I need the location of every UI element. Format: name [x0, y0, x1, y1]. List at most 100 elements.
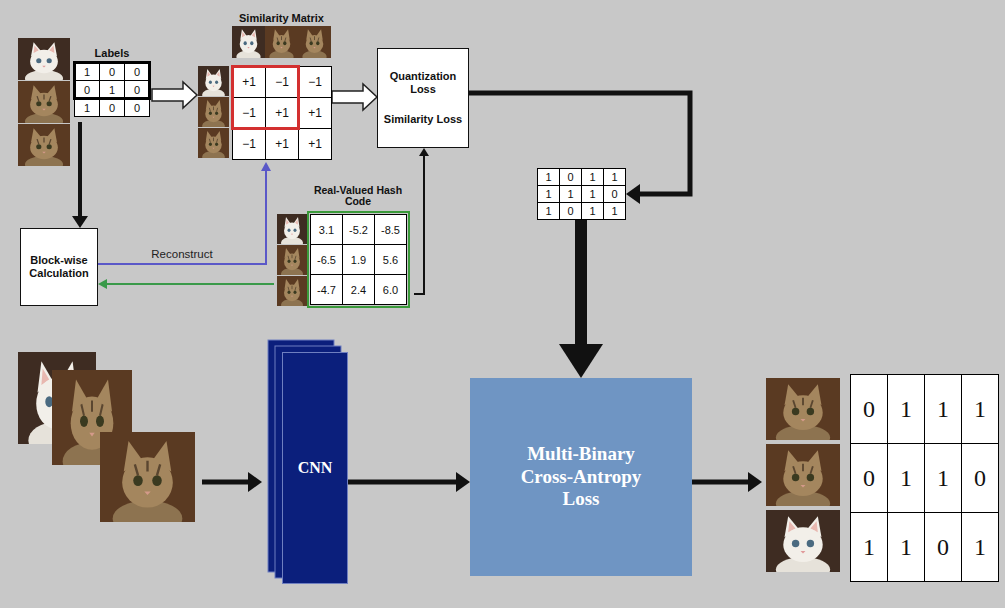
table-cell: −1	[298, 66, 332, 98]
table-cell-value: 0	[974, 465, 986, 492]
hollow-arrow	[152, 82, 197, 108]
similarity-matrix: Similarity Matrix+1−1−1−1+1+1−1+1+1	[197, 6, 332, 162]
cat-photo	[277, 276, 307, 311]
table-cell: -8.5	[374, 214, 407, 245]
table-cell: 0	[124, 62, 150, 81]
table-cell: 1	[537, 168, 560, 186]
table-cell: −1	[232, 97, 266, 129]
table-cell-value: −1	[242, 106, 256, 120]
table-cell: 1	[581, 202, 604, 220]
arrow-head	[456, 472, 470, 492]
table-cell-value: 0	[109, 102, 115, 114]
table-cell: 1	[603, 202, 626, 220]
loss-box: Quantization LossSimilarity Loss	[377, 48, 469, 148]
table-cell: 1	[887, 443, 925, 513]
table-cell-value: +1	[308, 106, 322, 120]
arrow-head	[559, 344, 603, 378]
table-cell-value: 1	[900, 465, 912, 492]
table-cell: -5.2	[342, 214, 375, 245]
table-cell: 0	[961, 443, 999, 513]
table-cell: 0	[559, 202, 582, 220]
table-cell-value: 1	[937, 396, 949, 423]
cat-photo	[198, 66, 229, 101]
cat-photo	[766, 378, 840, 450]
table-cell-value: 1	[937, 465, 949, 492]
box-label: Quantization Loss	[382, 70, 464, 96]
table-cell: 2.4	[342, 274, 375, 305]
table-cell-value: 1	[545, 171, 551, 183]
cat-photo	[298, 26, 331, 63]
table-cell-value: −1	[275, 75, 289, 89]
node-title: Labels	[72, 42, 152, 59]
table-cell-value: 2.4	[351, 284, 366, 296]
connector-line	[104, 283, 274, 285]
table-cell: 1.9	[342, 244, 375, 275]
table-cell-value: 5.6	[383, 254, 398, 266]
connector	[559, 220, 603, 378]
cat-photo	[18, 124, 70, 173]
table-cell-value: +1	[275, 106, 289, 120]
table-cell: 1	[961, 374, 999, 444]
table-cell: 1	[924, 443, 962, 513]
table-cell: 0	[74, 80, 100, 99]
node-title: Similarity Matrix	[232, 6, 331, 24]
node-title: Real-Valued Hash Code	[308, 178, 408, 208]
cat-photo	[198, 128, 229, 163]
table-cell-value: 0	[863, 465, 875, 492]
table-cell: 1	[603, 168, 626, 186]
table-cell-value: 0	[937, 534, 949, 561]
connector	[72, 122, 88, 228]
table-cell: +1	[265, 97, 299, 129]
table-cell-value: 0	[611, 188, 617, 200]
hash-code-matrix: Real-Valued Hash Code 3.1 -5.2 -8.5 -6.51.9 5…	[274, 178, 414, 308]
table-cell: 0	[924, 512, 962, 582]
table-cell: 1	[887, 512, 925, 582]
connector-line	[348, 480, 460, 485]
table-cell-value: 1	[589, 188, 595, 200]
table-cell: 1	[99, 80, 125, 99]
cat-photo	[198, 97, 229, 132]
table-cell: 1	[581, 168, 604, 186]
table-cell-value: 1	[109, 84, 115, 96]
table-cell-value: 1	[84, 102, 90, 114]
table-cell: -6.5	[310, 244, 343, 275]
connector	[414, 148, 429, 294]
table-cell-value: 1	[84, 66, 90, 78]
cat-photo	[277, 214, 307, 249]
connector-label: Reconstruct	[151, 248, 212, 260]
table-cell-value: -8.5	[381, 224, 400, 236]
table-cell: +1	[232, 66, 266, 98]
connector	[469, 93, 690, 204]
table-cell-value: 0	[567, 205, 573, 217]
table-cell-value: 1	[545, 188, 551, 200]
box-label: Block-wise Calculation	[25, 254, 93, 280]
table-cell: 3.1	[310, 214, 343, 245]
label-table: Labels100010100	[72, 42, 152, 122]
box-label: Multi-Binary Cross-Antropy Loss	[506, 443, 656, 511]
table-cell: 1	[74, 62, 100, 81]
cat-photo	[277, 245, 307, 280]
table-cell: 6.0	[374, 274, 407, 305]
table-cell-value: -5.2	[349, 224, 368, 236]
cnn-block: CNN	[282, 352, 348, 584]
table-cell: 5.6	[374, 244, 407, 275]
table-cell-value: 0	[134, 102, 140, 114]
cat-photo	[18, 38, 70, 87]
cat-photo	[766, 444, 840, 516]
input-arrow-shaft	[202, 480, 248, 485]
loss-function-box: Multi-Binary Cross-Antropy Loss	[470, 378, 692, 576]
table-cell-value: −1	[242, 137, 256, 151]
table-cell: 0	[850, 443, 888, 513]
table-cell-value: 1	[863, 534, 875, 561]
table-cell-value: 0	[109, 66, 115, 78]
connector-line	[469, 93, 690, 194]
table-cell: 0	[99, 98, 125, 117]
connector	[332, 84, 377, 110]
table-cell: 0	[603, 185, 626, 203]
connector	[692, 472, 762, 492]
table-cell: +1	[298, 97, 332, 129]
table-cell: 1	[537, 185, 560, 203]
table-cell-value: -4.7	[317, 284, 336, 296]
table-cell-value: 0	[863, 396, 875, 423]
table-cell-value: −1	[308, 75, 322, 89]
